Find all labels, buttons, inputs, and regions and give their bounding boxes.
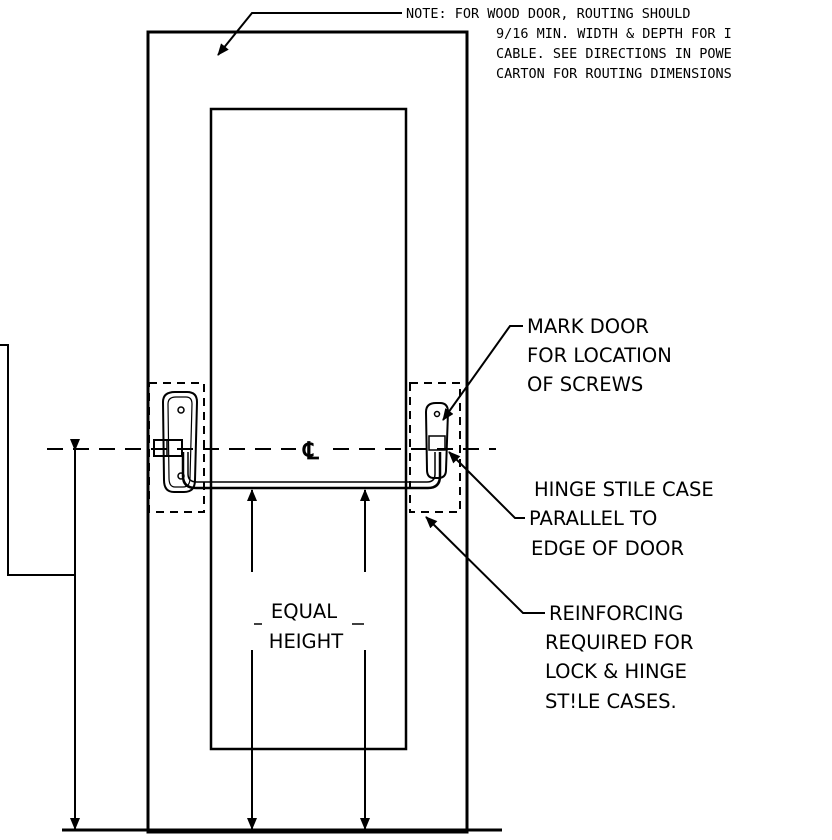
reinforcing-leader	[425, 516, 545, 614]
mark-door-callout: MARK DOOR FOR LOCATION OF SCREWS	[527, 315, 672, 396]
mark-door-line-2: FOR LOCATION	[527, 344, 672, 367]
centerline-symbol: ℄	[302, 436, 319, 465]
note-line-1: NOTE: FOR WOOD DOOR, ROUTING SHOULD	[406, 6, 690, 22]
hinge-stile-callout: HINGE STILE CASE PARALLEL TO EDGE OF DOO…	[529, 478, 714, 560]
routing-note: NOTE: FOR WOOD DOOR, ROUTING SHOULD 9/16…	[406, 6, 732, 82]
note-line-2: 9/16 MIN. WIDTH & DEPTH FOR I	[496, 26, 732, 42]
hinge-stile-line-1: HINGE STILE CASE	[534, 478, 714, 501]
mark-door-leader	[442, 325, 523, 421]
reinforcing-line-3: LOCK & HINGE	[545, 660, 687, 683]
mark-door-line-1: MARK DOOR	[527, 315, 649, 338]
reinforcing-callout: REINFORCING REQUIRED FOR LOCK & HINGE ST…	[545, 602, 693, 713]
note-line-4: CARTON FOR ROUTING DIMENSIONS	[496, 66, 732, 82]
centerline-symbol-group: ℄	[296, 436, 326, 465]
mark-door-line-3: OF SCREWS	[527, 373, 643, 396]
note-line-3: CABLE. SEE DIRECTIONS IN POWE	[496, 46, 732, 62]
lock-case-reinforcing-box	[148, 382, 205, 513]
hinge-case	[424, 402, 450, 479]
reinforcing-line-2: REQUIRED FOR	[545, 631, 693, 654]
note-leader-line	[217, 12, 402, 56]
equal-height-label: EQUAL HEIGHT	[254, 600, 364, 653]
reinforcing-line-1: REINFORCING	[549, 602, 683, 625]
hinge-case-reinforcing-box	[409, 382, 461, 513]
hinge-stile-line-3: EDGE OF DOOR	[531, 537, 684, 560]
push-bar	[181, 452, 442, 490]
hinge-stile-line-2: PARALLEL TO	[529, 507, 657, 530]
door-glass-panel	[209, 107, 408, 751]
door-outline	[146, 30, 469, 834]
lock-case	[153, 391, 199, 493]
equal-height-line-1: EQUAL	[271, 600, 337, 623]
left-bracket-line	[0, 344, 75, 576]
hinge-stile-leader	[448, 451, 525, 519]
equal-height-line-2: HEIGHT	[269, 630, 344, 653]
reinforcing-line-4: ST!LE CASES.	[545, 690, 677, 713]
